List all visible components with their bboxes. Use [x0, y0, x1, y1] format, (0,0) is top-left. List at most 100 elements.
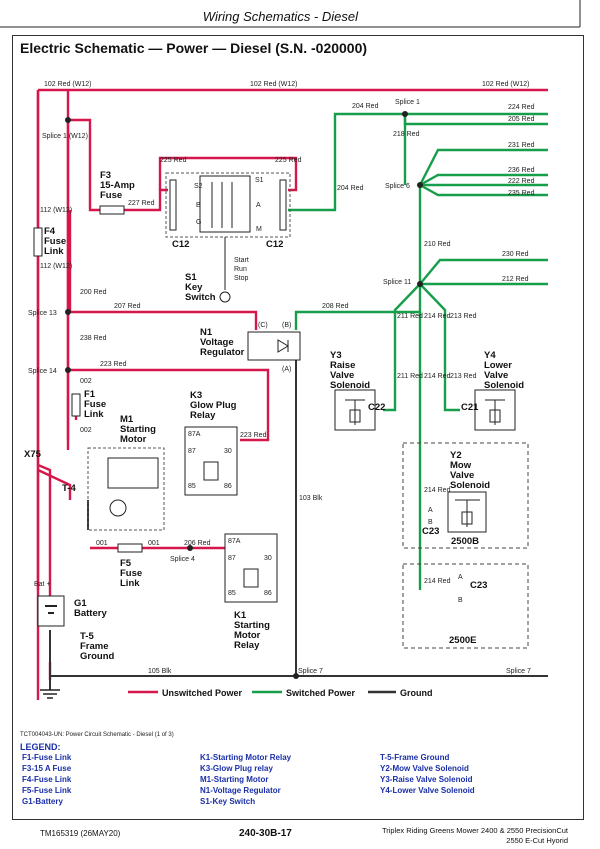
wire-label: 204 Red [337, 185, 364, 192]
splice-label: Splice 11 [383, 279, 411, 286]
solenoid-y3 [334, 389, 376, 431]
wire-label: 211 Red [397, 373, 423, 380]
starting-motor-m1 [87, 447, 165, 531]
schematic-title: Electric Schematic — Power — Diesel (S.N… [20, 40, 368, 56]
s1-pin: S2 [194, 183, 203, 190]
k1-pin: 85 [228, 590, 236, 597]
switched-wires [288, 112, 548, 590]
f1-fuse-link [71, 393, 81, 417]
k3-pin: 85 [188, 483, 196, 490]
k3-pin: 30 [224, 448, 232, 455]
wire-label: 102 Red (W12) [250, 81, 297, 88]
splice-label: Splice 7 [298, 668, 323, 675]
key-switched: Switched Power [286, 688, 356, 698]
wire-label: 205 Red [508, 116, 535, 123]
relay-k3 [184, 426, 238, 496]
n1-pin: (C) [258, 322, 268, 329]
s1-pin: S1 [255, 177, 264, 184]
wire-label: 001 [148, 540, 160, 547]
wire-label: 213 Red [450, 313, 477, 320]
legend-item: F5-Fuse Link [22, 786, 72, 795]
splice-label: Splice 13 [28, 310, 57, 317]
wire-label: 002 [80, 427, 92, 434]
wire-label: 102 Red (W12) [44, 81, 91, 88]
s1-pin: A [256, 202, 261, 209]
schematic-frame [12, 35, 584, 820]
wire-label: 200 Red [80, 289, 107, 296]
n1-pin: (B) [282, 322, 291, 329]
legend-column-3: T-5-Frame Ground Y2-Mow Valve Solenoid Y… [380, 752, 475, 796]
legend-item: T-5-Frame Ground [380, 753, 450, 762]
legend-item: M1-Starting Motor [200, 775, 269, 784]
wire-label: 206 Red [184, 540, 211, 547]
s1-pin: G [196, 219, 201, 226]
legend-item: N1-Voltage Regulator [200, 786, 281, 795]
wire-label: 211 Red [397, 313, 423, 320]
splice-label: Splice 14 [28, 368, 57, 375]
footer-product-line: Triplex Riding Greens Mower 2400 & 2550 … [381, 826, 568, 835]
footer-product-line: 2550 E-Cut Hyorid [506, 836, 568, 845]
box-2500e-label: 2500E [449, 635, 476, 646]
legend-heading: LEGEND: [20, 742, 61, 752]
splice-label: Splice 1 [395, 99, 420, 106]
wire-label: 207 Red [114, 303, 141, 310]
terminal-t4-label: T-4 [62, 483, 76, 494]
k1-pin: 86 [264, 590, 272, 597]
c23-label: C23 [422, 526, 439, 537]
legend-item: K1-Starting Motor Relay [200, 753, 292, 762]
wire-label: 105 Blk [148, 668, 172, 675]
wire-label: 225 Red [275, 157, 302, 164]
f3-fuse [99, 205, 125, 215]
battery-g1 [37, 595, 65, 627]
legend-item: Y2-Mow Valve Solenoid [380, 764, 469, 773]
wire-label: 223 Red [100, 361, 127, 368]
legend-column-2: K1-Starting Motor Relay K3-Glow Plug rel… [200, 752, 291, 807]
wire-label: 210 Red [424, 241, 451, 248]
wire-label: 214 Red [424, 373, 451, 380]
wire-label: 227 Red [128, 200, 155, 207]
s1-pin: B [196, 202, 201, 209]
legend-item: Y3-Raise Valve Solenoid [380, 775, 473, 784]
splice-label: Splice 4 [170, 556, 195, 563]
wire-label: 235 Red [508, 190, 535, 197]
c23-pin: A [428, 507, 433, 514]
s1-pin: M [256, 226, 262, 233]
wire-label: 214 Red [424, 578, 451, 585]
key-unswitched: Unswitched Power [162, 688, 243, 698]
c12-left-label: C12 [172, 239, 189, 250]
k1-pin: 30 [264, 555, 272, 562]
wire-label: 214 Red [424, 487, 451, 494]
solenoid-y4 [474, 389, 516, 431]
key-switch-s1 [165, 172, 291, 303]
k3-pin: 86 [224, 483, 232, 490]
frame-ground-t5 [40, 689, 60, 699]
bat-plus-label: Bat + [34, 581, 51, 588]
box-2500b-label: 2500B [451, 536, 479, 547]
f4-fuse-link [33, 227, 43, 257]
wire-label: 208 Red [322, 303, 349, 310]
wire-label: 002 [80, 378, 92, 385]
wire-label: 001 [96, 540, 108, 547]
k3-pin: 87 [188, 448, 196, 455]
wire-label: 212 Red [502, 276, 529, 283]
splice-label: Splice 6 [385, 183, 410, 190]
voltage-regulator-n1 [247, 331, 301, 361]
wire-label: 103 Blk [299, 495, 323, 502]
header-rule [0, 0, 581, 28]
wire-label: 224 Red [508, 104, 535, 111]
relay-k1 [224, 533, 278, 603]
legend-item: K3-Glow Plug relay [200, 764, 273, 773]
wire-label: 112 (W12) [40, 263, 72, 270]
